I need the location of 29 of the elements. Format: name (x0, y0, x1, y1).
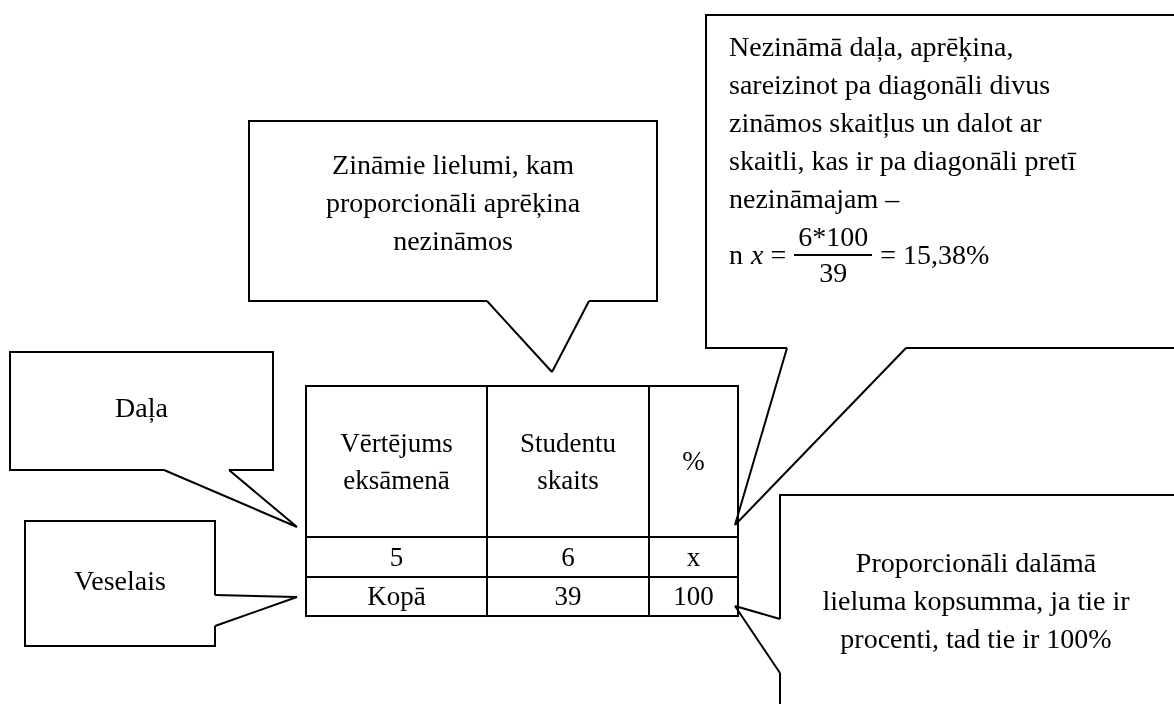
callout-box (705, 14, 1174, 349)
table-cell: 39 (487, 577, 649, 616)
callout-pointer (214, 594, 298, 627)
table-cell: 6 (487, 537, 649, 577)
table-cell: 5 (306, 537, 487, 577)
table-cell: x (649, 537, 738, 577)
table-cell: Studentu skaits (487, 386, 649, 537)
callout-pointer (486, 300, 590, 373)
fraction-numerator: 6*100 (794, 220, 873, 256)
table-cell: % (649, 386, 738, 537)
table-cell: 100 (649, 577, 738, 616)
formula-variable: n (729, 238, 743, 272)
callout-box (248, 120, 658, 302)
callout-box (9, 351, 274, 471)
callout-pointer (734, 605, 781, 674)
callout-text: Proporcionāli dalāmā lieluma kopsumma, ja tie ir procenti, tad tie ir 100% (821, 546, 1131, 656)
callout-pointer (163, 469, 298, 528)
callout-box (24, 520, 216, 647)
callout-text: Veselais (74, 563, 166, 598)
callout-box (779, 494, 1174, 704)
callout-pointer (734, 347, 907, 526)
fraction-denominator: 39 (819, 256, 848, 290)
callout-text: Zināmie lielumi, kam proporcionāli aprēķina nezināmos (324, 148, 582, 258)
table-cell: Vērtējums eksāmenā (306, 386, 487, 537)
callout-text: Daļa (115, 391, 168, 425)
callout-text: Nezināmā daļa, aprēķina, sareizinot pa diagonāli divus zināmos skaitļus un dalot ar skaitli, kas ir pa diagonāli pretī nezināmajam – (729, 30, 1078, 216)
formula-text: x = (751, 238, 787, 272)
table-cell: Kopā (306, 577, 487, 616)
formula-result: = 15,38% (880, 238, 990, 272)
